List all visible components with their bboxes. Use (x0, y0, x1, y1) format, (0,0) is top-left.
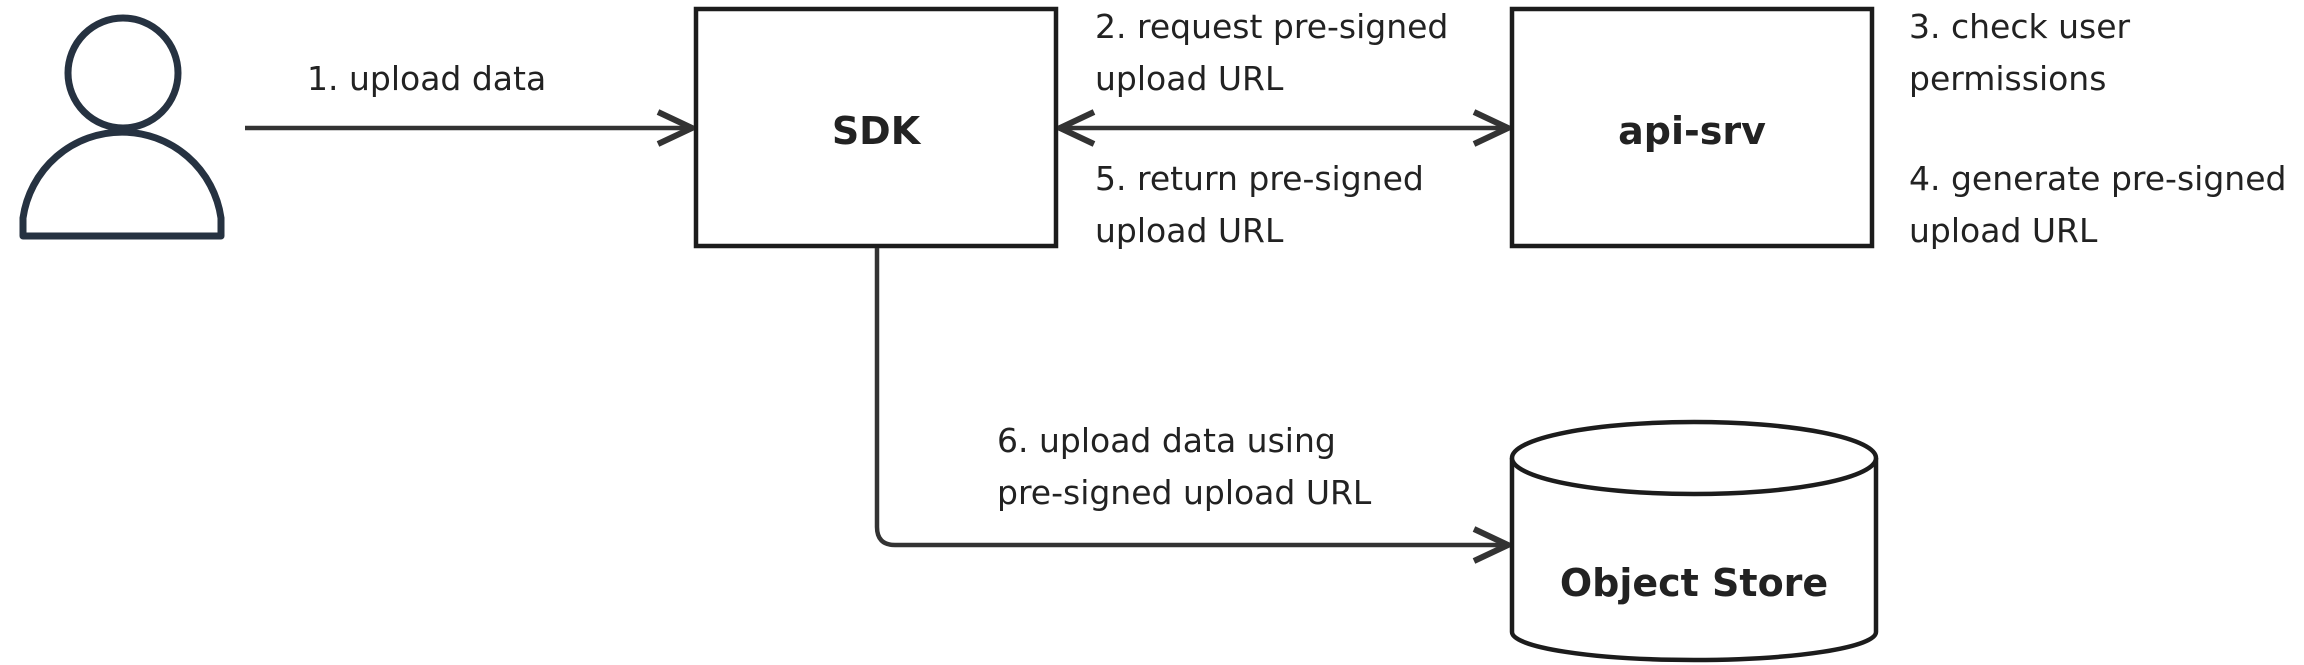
label-check-permissions-line-1: 3. check user (1909, 7, 2130, 46)
api-srv-label: api-srv (1618, 109, 1766, 153)
sdk-label: SDK (832, 109, 922, 153)
sdk-box (693, 6, 1059, 249)
label-request-url-line-1: 2. request pre-signed (1095, 7, 1448, 46)
label-upload-data-line-1: 1. upload data (307, 59, 546, 98)
label-check-permissions-line-2: permissions (1909, 59, 2106, 98)
label-generate-url: 4. generate pre-signed upload URL (1909, 159, 2297, 250)
label-return-url-line-2: upload URL (1095, 211, 1284, 250)
label-upload-with-url: 6. upload data using pre-signed upload U… (997, 421, 1372, 512)
label-generate-url-line-1: 4. generate pre-signed (1909, 159, 2286, 198)
api-srv-box (1509, 6, 1875, 249)
object-store-node: Object Store (1509, 419, 1879, 663)
label-upload-data: 1. upload data (307, 59, 546, 98)
object-store-label: Object Store (1560, 561, 1828, 605)
label-upload-with-url-line-1: 6. upload data using (997, 421, 1336, 460)
object-store-cylinder-body (1509, 458, 1879, 663)
edge-sdk-to-object-store (874, 248, 1508, 545)
label-upload-with-url-line-2: pre-signed upload URL (997, 473, 1372, 512)
user-icon (19, 14, 225, 240)
api-srv-node: api-srv (1509, 6, 1875, 249)
label-check-permissions: 3. check user permissions (1909, 7, 2141, 98)
object-store-cylinder-top (1509, 419, 1879, 497)
label-return-url-line-1: 5. return pre-signed (1095, 159, 1424, 198)
label-return-url: 5. return pre-signed upload URL (1095, 159, 1434, 250)
label-request-url-line-2: upload URL (1095, 59, 1284, 98)
label-generate-url-line-2: upload URL (1909, 211, 2098, 250)
sdk-node: SDK (693, 6, 1059, 249)
label-request-url: 2. request pre-signed upload URL (1095, 7, 1459, 98)
